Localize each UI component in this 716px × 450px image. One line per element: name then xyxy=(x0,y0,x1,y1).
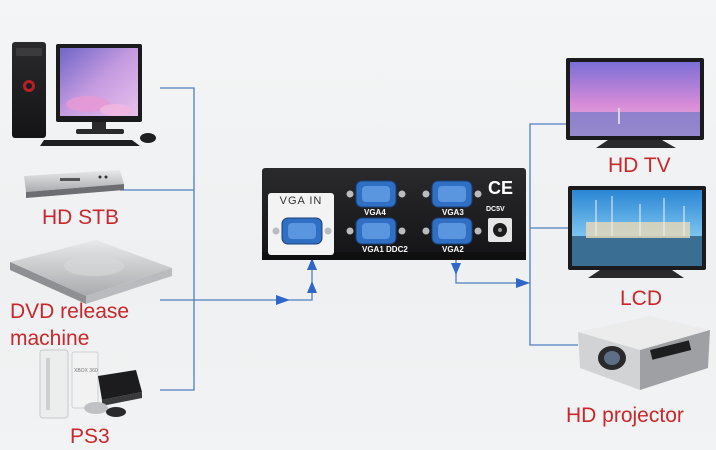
console-brand-text: XBOX 360 xyxy=(74,368,98,374)
vga2-label: VGA2 xyxy=(442,245,464,254)
desktop-pc-icon xyxy=(12,42,156,146)
vga3-label: VGA3 xyxy=(442,208,464,217)
label-hd-stb: HD STB xyxy=(42,206,119,230)
vga-in-panel: VGA IN xyxy=(268,193,334,255)
label-dvd-line2: machine xyxy=(10,327,89,351)
dvd-drive-icon xyxy=(10,240,172,304)
vga1-label: VGA1 DDC2 xyxy=(362,245,408,254)
label-hd-projector: HD projector xyxy=(566,404,684,428)
output-arrows xyxy=(451,263,530,288)
vga4-label: VGA4 xyxy=(364,208,386,217)
dc-power-jack xyxy=(488,218,512,242)
label-dvd-line1: DVD release xyxy=(10,300,129,324)
hd-tv-icon xyxy=(566,58,704,148)
ce-mark: CE xyxy=(488,178,513,199)
game-console-icon: XBOX 360 xyxy=(40,350,142,418)
lcd-monitor-icon xyxy=(568,186,706,278)
vga-in-label: VGA IN xyxy=(268,195,334,207)
label-lcd: LCD xyxy=(620,287,662,311)
projector-icon xyxy=(578,316,710,390)
label-ps3: PS3 xyxy=(70,425,110,449)
input-arrows xyxy=(276,258,317,305)
dc-power-label: DC5V xyxy=(486,206,505,213)
set-top-box-icon xyxy=(24,170,124,198)
label-hd-tv: HD TV xyxy=(608,154,671,178)
